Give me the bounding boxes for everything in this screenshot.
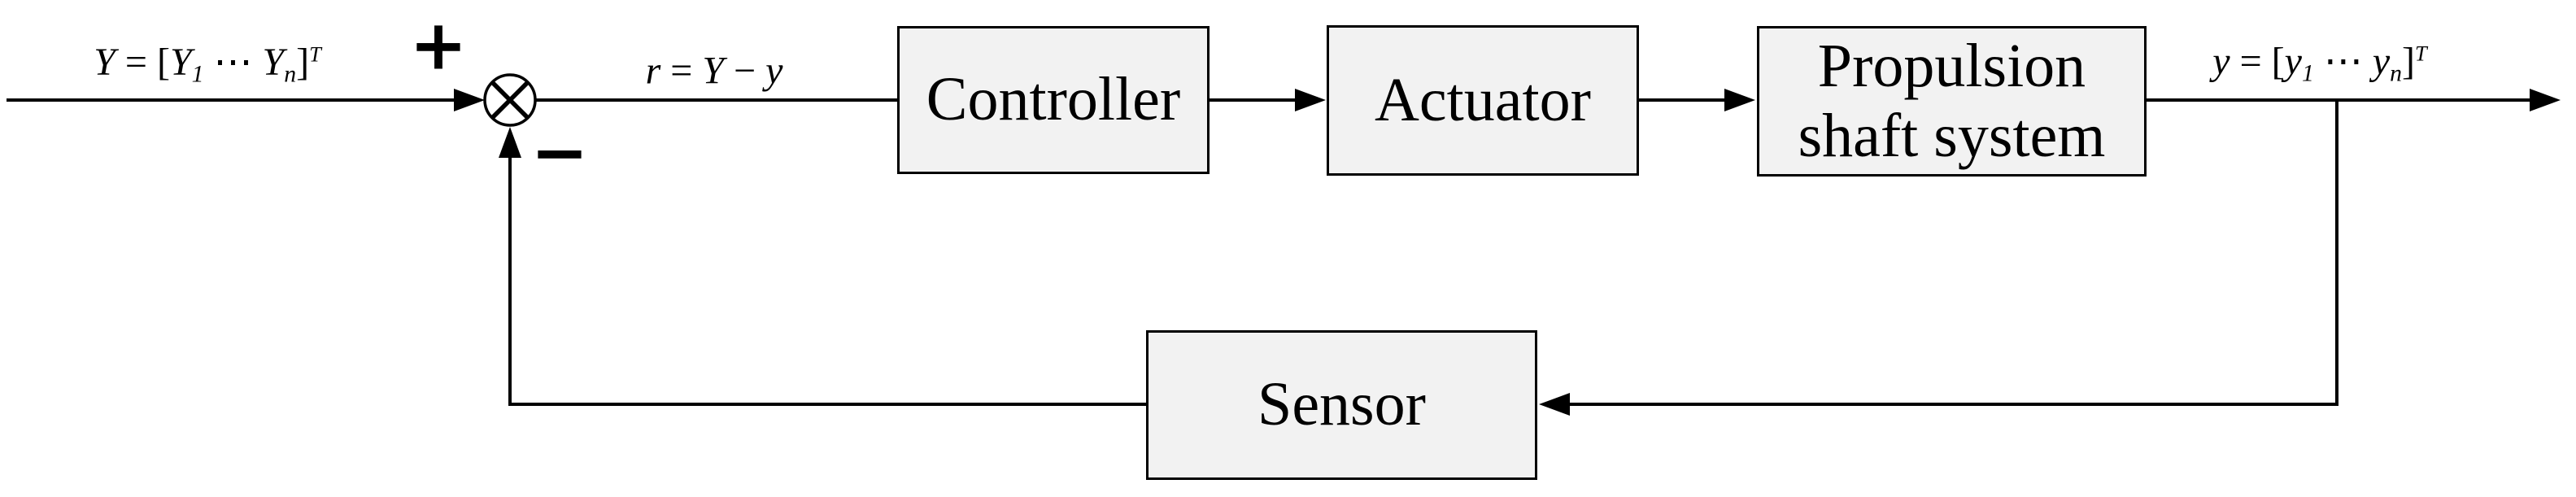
- propulsion-shaft-system-block: Propulsion shaft system: [1757, 26, 2147, 177]
- actuator-label: Actuator: [1375, 65, 1591, 134]
- propulsion-shaft-system-label: Propulsion shaft system: [1798, 32, 2106, 170]
- sensor-label: Sensor: [1257, 370, 1426, 439]
- actuator-to-plant-arrow: [1639, 89, 1755, 111]
- input-label-var: Y: [94, 41, 116, 84]
- output-signal-label: y = [y1 ⋯ yn]T: [2212, 40, 2427, 87]
- minus-sign: −: [530, 112, 589, 194]
- input-arrow: [7, 89, 485, 111]
- input-signal-label: Y = [Y1 ⋯ Yn]T: [94, 41, 321, 88]
- summing-junction: [483, 73, 537, 127]
- feedback-return-arrow: [499, 127, 1146, 406]
- controller-label: Controller: [926, 65, 1181, 134]
- error-signal-label: r = Y − y: [645, 49, 783, 93]
- controller-block: Controller: [897, 26, 1210, 174]
- output-arrow: [2147, 89, 2561, 111]
- actuator-block: Actuator: [1327, 25, 1639, 176]
- feedback-branch-arrow: [1539, 100, 2338, 416]
- multiply-cross-icon: [491, 81, 529, 119]
- sensor-block: Sensor: [1146, 330, 1537, 480]
- plus-sign: +: [409, 5, 468, 86]
- controller-to-actuator-arrow: [1210, 89, 1326, 111]
